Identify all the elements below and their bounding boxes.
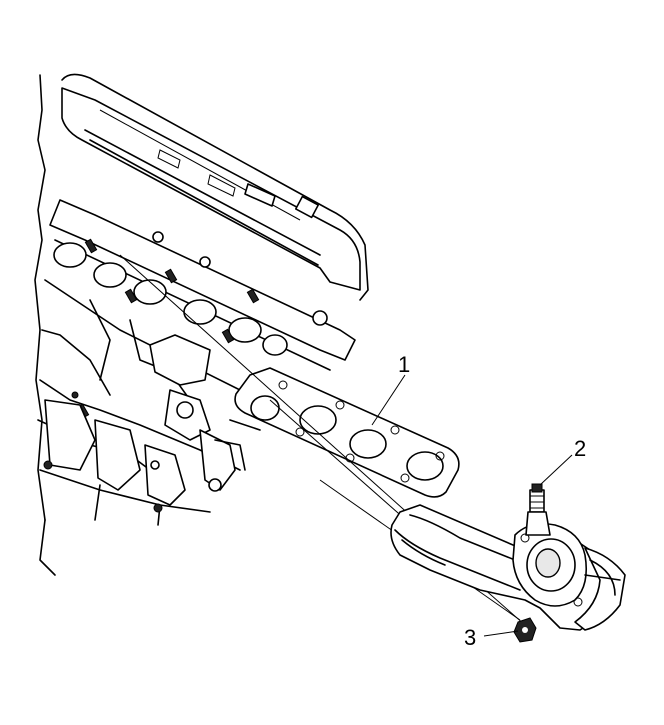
exhaust-manifold-gasket	[234, 367, 460, 498]
head-studs	[76, 231, 328, 419]
callout-1: 1	[398, 352, 410, 377]
exhaust-manifold	[390, 504, 626, 631]
callout-3: 3	[464, 625, 476, 650]
callout-2: 2	[574, 436, 586, 461]
leader-lines	[371, 374, 573, 637]
engine-block	[34, 73, 369, 576]
exhaust-manifold-stud	[525, 483, 551, 536]
head-exhaust-ports	[53, 242, 288, 356]
exhaust-manifold-nut	[513, 617, 537, 643]
